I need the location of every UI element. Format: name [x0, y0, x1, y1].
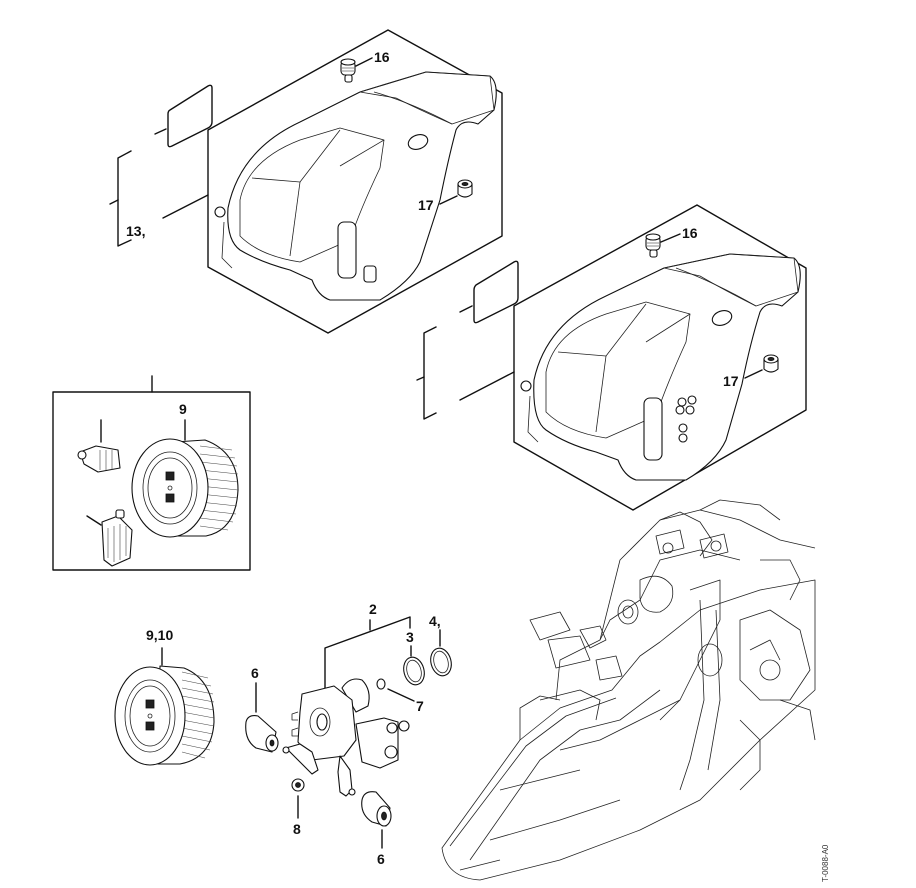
cover-group-2: 16 17: [416, 204, 807, 511]
spark-plug: [77, 419, 121, 473]
bracket-2: [324, 616, 411, 691]
cover-leader-2: [459, 371, 515, 401]
callout-2: 2: [369, 601, 377, 617]
callout-17-a: 17: [418, 197, 434, 213]
kit-frame: [52, 391, 251, 571]
air-filter-a: [131, 438, 239, 538]
callout-13: 13,: [126, 223, 145, 239]
leader-16-b: [660, 233, 681, 243]
sleeve-6-b: [361, 791, 392, 827]
air-filter-b: [114, 665, 215, 766]
fuel-pickup: [86, 509, 133, 567]
callout-6-a: 6: [251, 665, 259, 681]
drawing-code: T-0088-A0: [821, 844, 830, 882]
leader-17-b: [744, 369, 763, 379]
nut-8: [291, 778, 305, 792]
o-ring-7: [376, 678, 386, 690]
callout-9: 9: [179, 401, 187, 417]
shroud-cover-1: [214, 71, 497, 301]
callout-6-b: 6: [377, 851, 385, 867]
filter-kit-box: 9: [52, 375, 251, 571]
carb-support-group: 2 3 4, 7 6: [245, 601, 452, 867]
decal-label-1: [167, 84, 213, 148]
filter-group-9-10: 9,10: [114, 627, 215, 766]
bracket-13-tick: [109, 199, 119, 205]
callout-9-10: 9,10: [146, 627, 173, 643]
gasket-3: [403, 656, 425, 686]
callout-16-a: 16: [374, 49, 390, 65]
sleeve-6-a: [245, 715, 279, 753]
bracket-cover-2: [423, 326, 437, 420]
grommet-17-a: [457, 179, 473, 198]
callout-4: 4,: [429, 613, 441, 629]
callout-8: 8: [293, 821, 301, 837]
decal-label-2: [473, 260, 519, 324]
leader-17-a: [439, 195, 458, 205]
chainsaw-housing: [441, 499, 816, 881]
callout-3: 3: [406, 629, 414, 645]
callout-17-b: 17: [723, 373, 739, 389]
gasket-4: [430, 647, 452, 677]
cover-group-1: 13, 16: [109, 29, 503, 334]
cover-leader-1: [162, 194, 209, 219]
carb-support: [282, 678, 410, 797]
shroud-cover-2: [520, 253, 801, 481]
decal-leader-1: [154, 128, 167, 135]
group-frame-hexagon-1: [207, 29, 503, 334]
plug-16-b: [645, 233, 661, 258]
callout-7: 7: [416, 698, 424, 714]
leader-16-a: [355, 57, 373, 67]
group-frame-hexagon-2: [513, 204, 807, 511]
plug-16-a: [340, 58, 356, 83]
bracket-13: [117, 150, 132, 247]
grommet-17-b: [763, 354, 779, 373]
callout-16-b: 16: [682, 225, 698, 241]
